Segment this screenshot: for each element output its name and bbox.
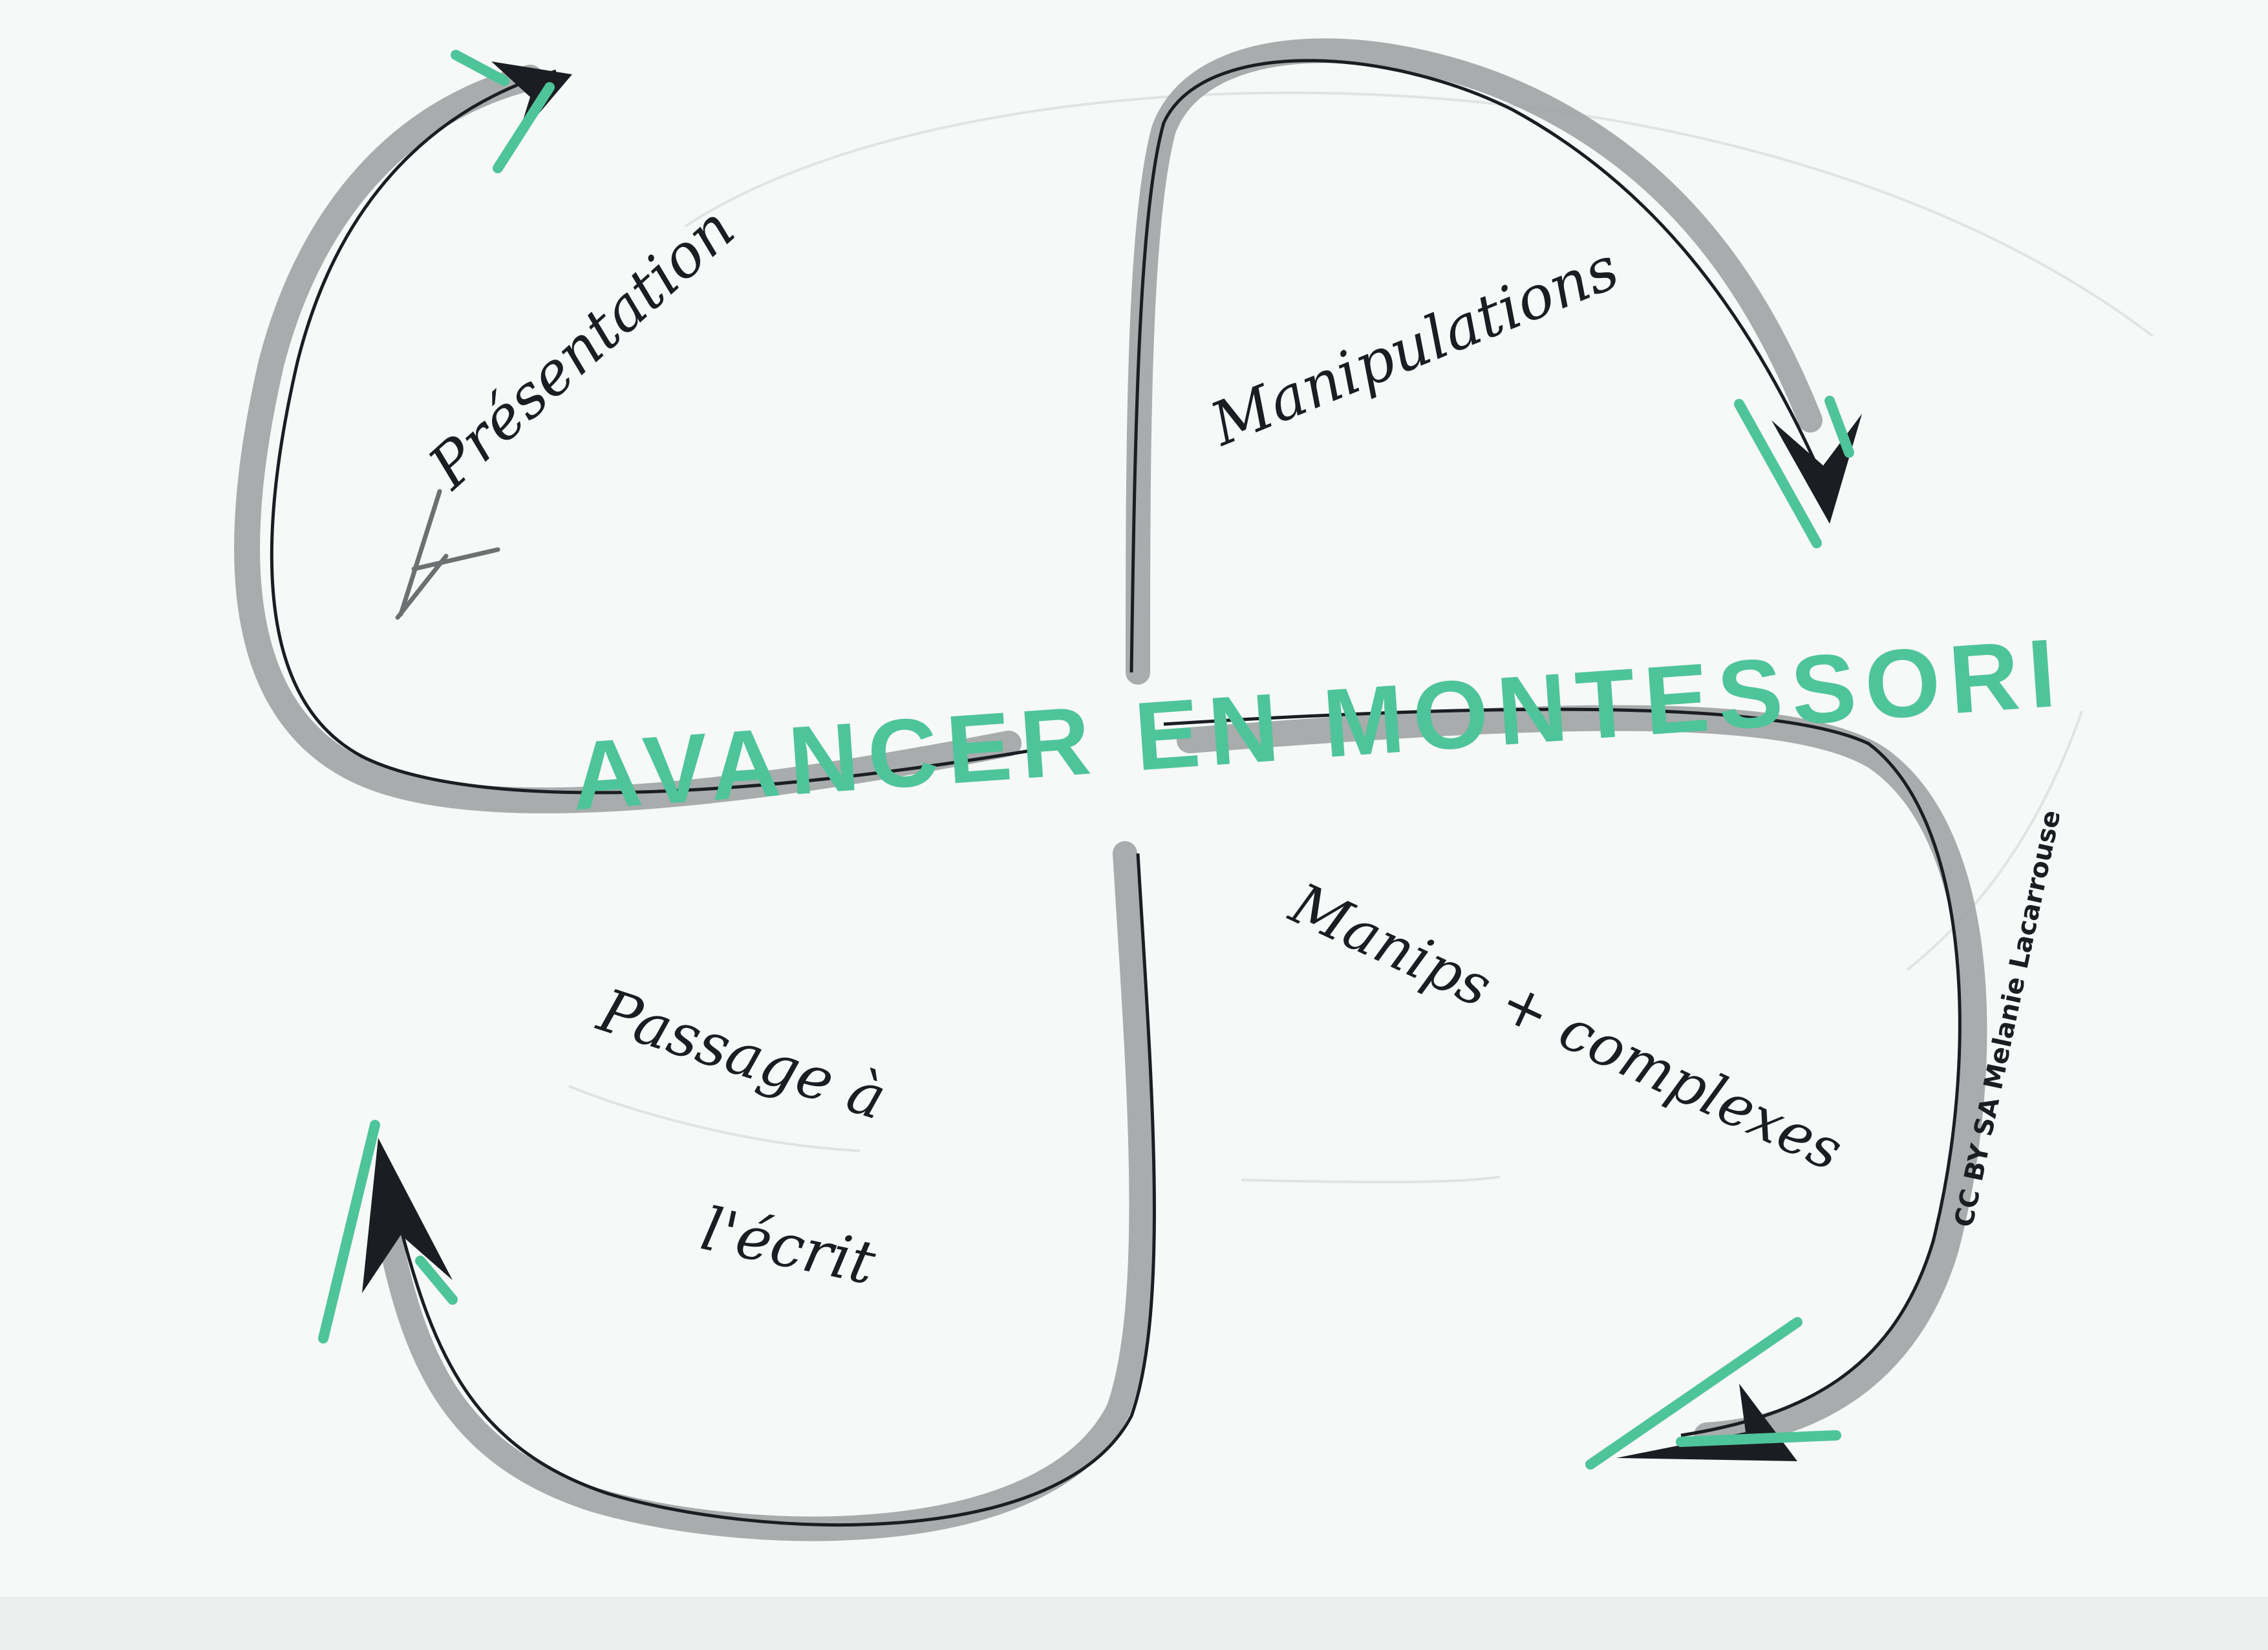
- label-presentation: Présentation: [415, 193, 748, 502]
- arrow-presentation-head: [491, 61, 572, 139]
- label-l-ecrit: l'écrit: [695, 1194, 881, 1298]
- arrow-passage-ecrit-shadow: [376, 841, 1154, 1541]
- arrow-manipulations: [1126, 38, 1862, 685]
- arrow-manipulations-line: [1129, 59, 1819, 673]
- scan-bottom-edge: [0, 1597, 2268, 1650]
- arrow-manipulations-head-accent: [1734, 396, 1854, 548]
- arrow-passage-ecrit: [318, 841, 1156, 1541]
- arrow-manipulations-head: [1771, 414, 1862, 524]
- arrow-manips-complexes-shadow: [1177, 705, 1987, 1448]
- sketch-arrowhead-mark: [395, 489, 500, 620]
- label-manips-complexes: Manips + complexes: [1279, 870, 1852, 1184]
- arrow-manips-complexes-head-accent: [1585, 1317, 1841, 1470]
- arrow-presentation: [234, 50, 1035, 813]
- label-manipulations: Manipulations: [1200, 233, 1628, 460]
- arrow-passage-ecrit-line: [399, 853, 1156, 1527]
- arrow-passage-ecrit-head-accent: [318, 1120, 458, 1344]
- arrow-manips-complexes: [1163, 705, 1987, 1470]
- arrow-presentation-head-accent: [451, 50, 555, 173]
- arrow-presentation-line: [270, 69, 1035, 795]
- arrow-manipulations-shadow: [1126, 38, 1823, 685]
- arrow-passage-ecrit-head: [362, 1138, 453, 1293]
- arrow-presentation-shadow: [234, 65, 1022, 813]
- bleed-through-marks: [568, 91, 2154, 1184]
- arrow-manips-complexes-line: [1163, 707, 1962, 1437]
- diagram-title: AVANCER EN MONTESSORI: [568, 617, 2068, 830]
